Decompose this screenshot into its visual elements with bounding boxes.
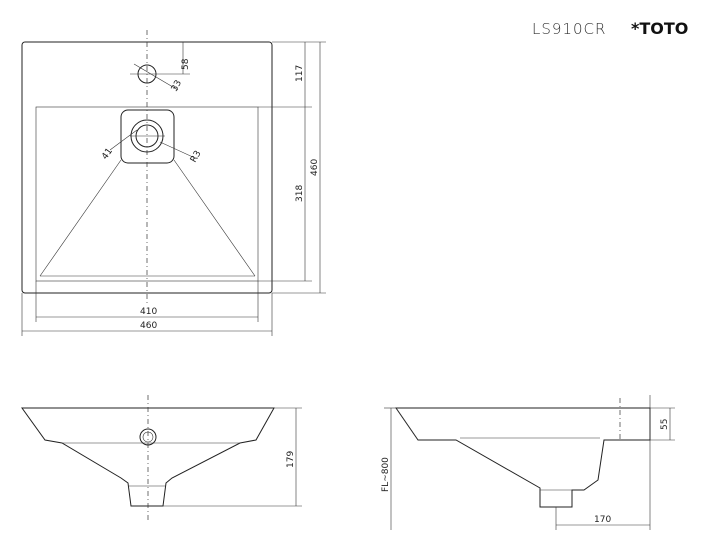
dim-top-width: 460 — [140, 321, 157, 331]
dim-bowl-depth: 318 — [295, 185, 305, 202]
dim-total-depth: 460 — [310, 159, 320, 176]
dim-faucet-hole-dia: 33 — [170, 79, 184, 94]
dim-rim-height: 55 — [660, 419, 670, 430]
side-basin-outline — [395, 407, 651, 508]
bowl-slope-right — [173, 159, 256, 277]
side-view: 170 55 FL~800 — [381, 395, 675, 530]
drain-square — [120, 109, 175, 164]
bowl-slope-left — [39, 159, 122, 277]
model-code: LS910CR — [532, 20, 607, 38]
top-view: 33 58 41 R3 117 318 460 410 460 — [21, 30, 326, 336]
dim-faucet-hole-offset: 58 — [181, 58, 191, 70]
brand-logo: *TOTO — [631, 19, 689, 38]
dim-drain-offset: 170 — [594, 515, 611, 525]
dim-bowl-height: 179 — [286, 451, 296, 468]
dim-drain-width: 41 — [100, 147, 115, 162]
dim-faucet-offset: 117 — [295, 65, 305, 82]
front-view: 179 — [21, 395, 302, 520]
dim-inner-width: 410 — [140, 307, 157, 317]
dim-drain-dia: R3 — [189, 149, 204, 164]
dim-floor-level: FL~800 — [381, 457, 391, 492]
